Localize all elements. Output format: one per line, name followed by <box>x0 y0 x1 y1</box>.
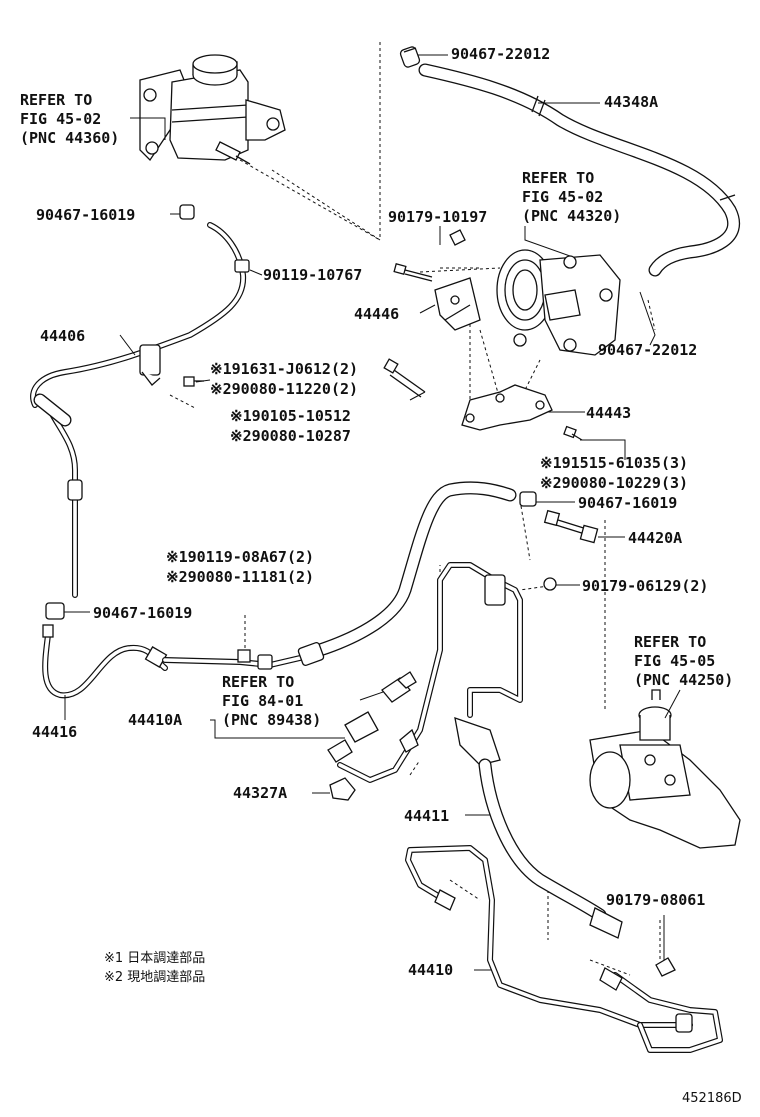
clamp-90467-22012-top <box>399 46 421 68</box>
label-44406: 44406 <box>40 327 85 345</box>
bolt-191515-61035 <box>563 425 583 441</box>
label-90179-06129: 90179-06129(2) <box>582 577 708 595</box>
label-190105-10512: ※190105-10512 <box>230 407 351 425</box>
label-290080-10287: ※290080-10287 <box>230 427 351 445</box>
label-290080-11220: ※290080-11220(2) <box>210 380 358 398</box>
label-44410a: 44410A <box>128 711 182 729</box>
refer-fig-45-02-b-line2: FIG 45-02 <box>522 188 603 206</box>
refer-fig-45-05-line3: (PNC 44250) <box>634 671 733 689</box>
refer-fig-45-02-a-line2: FIG 45-02 <box>20 110 101 128</box>
pressure-sensor <box>327 671 417 763</box>
refer-fig-84-01-line2: FIG 84-01 <box>222 692 303 710</box>
bolt-190105-10512 <box>383 358 426 398</box>
label-90467-22012-bot: 90467-22012 <box>598 341 697 359</box>
label-290080-10229: ※290080-10229(3) <box>540 474 688 492</box>
steering-gear <box>589 689 741 849</box>
pipe-44410 <box>405 845 723 1053</box>
note-japan-sourced: ※1 日本調達部品 <box>104 951 205 966</box>
note-locally-sourced: ※2 現地調達部品 <box>104 970 205 985</box>
label-44410: 44410 <box>408 961 453 979</box>
refer-fig-45-02-a-line1: REFER TO <box>20 91 92 109</box>
bolt-90119-10767 <box>393 263 433 282</box>
label-90179-10197: 90179-10197 <box>388 208 487 226</box>
leader-lines <box>64 54 681 971</box>
diagram-id: 452186D <box>682 1091 742 1106</box>
label-90467-16019-a: 90467-16019 <box>36 206 135 224</box>
clamp-44327a <box>329 777 356 801</box>
label-44420a: 44420A <box>628 529 682 547</box>
clamp-90467-16019-b <box>519 491 537 507</box>
bracket-44443 <box>461 384 553 431</box>
refer-fig-45-05-line2: FIG 45-05 <box>634 652 715 670</box>
refer-fig-45-05-line1: REFER TO <box>634 633 706 651</box>
label-44327a: 44327A <box>233 784 287 802</box>
clamp-90467-16019-c <box>45 479 83 620</box>
refer-fig-45-02-b-line1: REFER TO <box>522 169 594 187</box>
label-190119-08a67: ※190119-08A67(2) <box>166 548 314 566</box>
label-90179-08061: 90179-08061 <box>606 891 705 909</box>
label-90467-22012-top: 90467-22012 <box>451 45 550 63</box>
pipe-44411 <box>337 562 557 783</box>
refer-fig-45-02-a-line3: (PNC 44360) <box>20 129 119 147</box>
clamp-90467-16019-a <box>179 204 195 220</box>
label-90467-16019-b: 90467-16019 <box>578 494 677 512</box>
label-44416: 44416 <box>32 723 77 741</box>
refer-fig-84-01-line3: (PNC 89438) <box>222 711 321 729</box>
label-44411: 44411 <box>404 807 449 825</box>
label-44446: 44446 <box>354 305 399 323</box>
label-191631-j0612: ※191631-J0612(2) <box>210 360 358 378</box>
hose-44411-lower <box>478 758 623 939</box>
pump-assembly <box>449 229 621 356</box>
hose-44410a <box>162 481 517 670</box>
hose-44416 <box>42 624 168 699</box>
refer-fig-45-02-b-line3: (PNC 44320) <box>522 207 621 225</box>
bracket-44446 <box>434 277 481 331</box>
hose-44406 <box>30 222 250 598</box>
label-90119-10767: 90119-10767 <box>263 266 362 284</box>
label-group: 90467-22012 44348A REFER TO FIG 45-02 (P… <box>20 45 742 1106</box>
label-44443: 44443 <box>586 404 631 422</box>
refer-fig-84-01-line1: REFER TO <box>222 673 294 691</box>
label-290080-11181: ※290080-11181(2) <box>166 568 314 586</box>
label-44348a: 44348A <box>604 93 658 111</box>
bolt-44420a <box>543 509 599 544</box>
label-191515-61035: ※191515-61035(3) <box>540 454 688 472</box>
label-90467-16019-c: 90467-16019 <box>93 604 192 622</box>
reservoir-assembly <box>139 54 286 165</box>
